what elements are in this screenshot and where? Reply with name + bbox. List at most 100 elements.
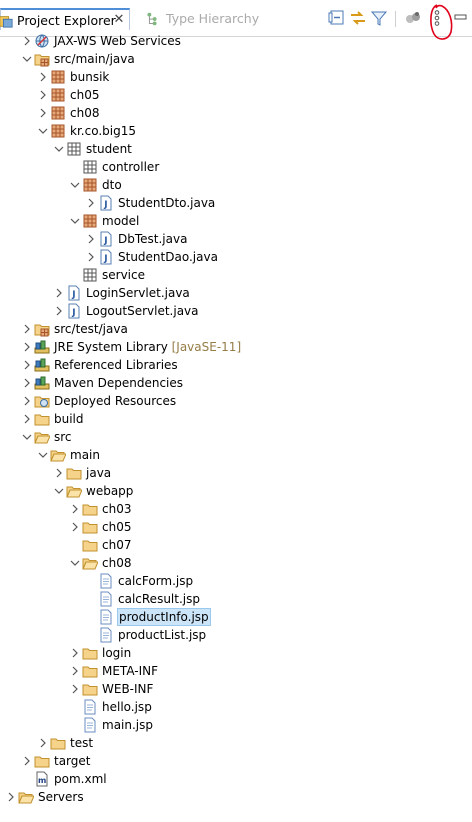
tree-item[interactable]: login — [0, 644, 472, 662]
chevron-right-icon[interactable] — [70, 503, 80, 515]
tree-item[interactable]: controller — [0, 158, 472, 176]
link-with-editor-icon[interactable] — [349, 9, 367, 27]
collapse-all-icon[interactable] — [328, 9, 346, 27]
tab-type-hierarchy[interactable]: Type Hierarchy — [143, 8, 259, 30]
chevron-right-icon[interactable] — [22, 341, 32, 353]
focus-on-active-task-icon[interactable] — [404, 9, 422, 27]
open-folder-icon — [82, 558, 98, 570]
tree-item[interactable]: main.jsp — [0, 716, 472, 734]
filter-icon[interactable] — [370, 9, 388, 27]
chevron-right-icon[interactable] — [54, 467, 64, 479]
tree-item[interactable]: java — [0, 464, 472, 482]
close-icon[interactable]: ✕ — [113, 12, 125, 27]
tree-item-label: LogoutServlet.java — [86, 304, 199, 318]
tree-item-text: kr.co.big15 — [70, 124, 136, 138]
tree-item[interactable]: Servers — [0, 788, 472, 806]
tree-item[interactable]: Maven Dependencies — [0, 374, 472, 392]
tree-item[interactable]: src — [0, 428, 472, 446]
chevron-right-icon[interactable] — [86, 233, 96, 245]
tree-item[interactable]: Deployed Resources — [0, 392, 472, 410]
tree-item[interactable]: ch03 — [0, 500, 472, 518]
tree-item[interactable]: calcResult.jsp — [0, 590, 472, 608]
chevron-right-icon[interactable] — [54, 287, 64, 299]
chevron-right-icon[interactable] — [22, 323, 32, 335]
tree-item-label: ch07 — [102, 538, 131, 552]
tree-item[interactable]: test — [0, 734, 472, 752]
chevron-down-icon[interactable] — [70, 557, 80, 569]
chevron-right-icon[interactable] — [38, 89, 48, 101]
tree-item[interactable]: productInfo.jsp — [0, 608, 472, 626]
chevron-right-icon[interactable] — [70, 521, 80, 533]
chevron-right-icon[interactable] — [70, 683, 80, 695]
tree-item[interactable]: ch08 — [0, 554, 472, 572]
tree-item-label: kr.co.big15 — [70, 124, 136, 138]
chevron-right-icon[interactable] — [70, 665, 80, 677]
tree-item[interactable]: target — [0, 752, 472, 770]
tree-item-text: model — [102, 214, 140, 228]
tree-item[interactable]: Referenced Libraries — [0, 356, 472, 374]
tree-item[interactable]: build — [0, 410, 472, 428]
tree-item[interactable]: WEB-INF — [0, 680, 472, 698]
tree-item[interactable]: service — [0, 266, 472, 284]
chevron-down-icon[interactable] — [70, 179, 80, 191]
tree-item-text: target — [54, 754, 91, 768]
tree-item[interactable]: ch07 — [0, 536, 472, 554]
chevron-right-icon[interactable] — [70, 647, 80, 659]
chevron-right-icon[interactable] — [86, 197, 96, 209]
tree-item-label: target — [54, 754, 91, 768]
chevron-down-icon[interactable] — [54, 485, 64, 497]
tree-item-label: Maven Dependencies — [54, 376, 183, 390]
tree-item[interactable]: JAX-WS Web Services — [0, 32, 472, 50]
tree-item[interactable]: bunsik — [0, 68, 472, 86]
chevron-right-icon[interactable] — [22, 755, 32, 767]
chevron-down-icon[interactable] — [22, 431, 32, 443]
chevron-right-icon[interactable] — [22, 35, 32, 47]
tree-item[interactable]: main — [0, 446, 472, 464]
empty-package-icon — [67, 142, 81, 156]
tree-item[interactable]: ch05 — [0, 86, 472, 104]
tree-item[interactable]: webapp — [0, 482, 472, 500]
tree-item-label: StudentDto.java — [118, 196, 215, 210]
chevron-down-icon[interactable] — [38, 125, 48, 137]
tree-item[interactable]: dto — [0, 176, 472, 194]
tree-item[interactable]: src/main/java — [0, 50, 472, 68]
tree-item[interactable]: model — [0, 212, 472, 230]
chevron-right-icon[interactable] — [22, 413, 32, 425]
tree-item[interactable]: productList.jsp — [0, 626, 472, 644]
chevron-down-icon[interactable] — [22, 53, 32, 65]
chevron-right-icon[interactable] — [54, 305, 64, 317]
chevron-down-icon[interactable] — [54, 143, 64, 155]
tree-item-label: ch03 — [102, 502, 131, 516]
tree-item[interactable]: hello.jsp — [0, 698, 472, 716]
tree-item[interactable]: kr.co.big15 — [0, 122, 472, 140]
chevron-right-icon[interactable] — [38, 737, 48, 749]
tree-item[interactable]: JRE System Library [JavaSE-11] — [0, 338, 472, 356]
chevron-down-icon[interactable] — [38, 449, 48, 461]
tab-project-explorer[interactable]: Project Explorer ✕ — [0, 8, 130, 30]
chevron-right-icon[interactable] — [38, 71, 48, 83]
chevron-right-icon[interactable] — [6, 791, 16, 803]
chevron-right-icon[interactable] — [22, 395, 32, 407]
chevron-down-icon[interactable] — [70, 215, 80, 227]
tree-item[interactable]: calcForm.jsp — [0, 572, 472, 590]
minimize-icon[interactable] — [452, 9, 470, 27]
chevron-right-icon[interactable] — [38, 107, 48, 119]
chevron-right-icon[interactable] — [22, 359, 32, 371]
java-file-icon: J — [68, 285, 80, 301]
tree-item[interactable]: student — [0, 140, 472, 158]
tree-item[interactable]: src/test/java — [0, 320, 472, 338]
chevron-right-icon[interactable] — [22, 377, 32, 389]
chevron-right-icon[interactable] — [86, 251, 96, 263]
tree-item[interactable]: ch05 — [0, 518, 472, 536]
tree-item[interactable]: ch08 — [0, 104, 472, 122]
deployed-resources-icon — [34, 396, 50, 408]
view-menu-icon[interactable] — [428, 9, 446, 27]
tree-item-label: JAX-WS Web Services — [54, 34, 181, 48]
tree-item[interactable]: META-INF — [0, 662, 472, 680]
